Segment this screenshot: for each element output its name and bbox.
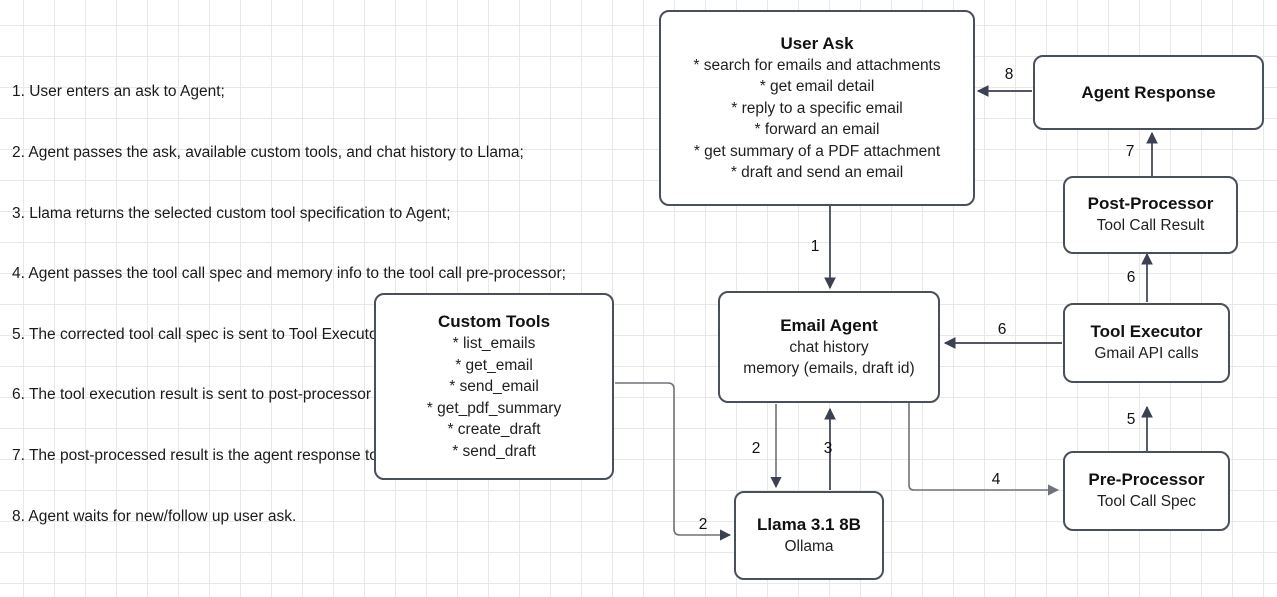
edge-label-6-agent: 6 — [997, 321, 1007, 338]
node-line: chat history — [789, 338, 869, 356]
node-email-agent[interactable]: Email Agent chat history memory (emails,… — [718, 291, 940, 403]
edge-label-7: 7 — [1125, 143, 1135, 160]
node-post-processor[interactable]: Post-Processor Tool Call Result — [1063, 176, 1238, 254]
node-tool-executor[interactable]: Tool Executor Gmail API calls — [1063, 303, 1230, 383]
edge-label-2-agent: 2 — [751, 440, 761, 457]
node-pre-processor[interactable]: Pre-Processor Tool Call Spec — [1063, 451, 1230, 531]
node-line: * send_draft — [452, 442, 536, 460]
edge-label-4: 4 — [991, 471, 1001, 488]
edge-label-3: 3 — [823, 440, 833, 457]
node-line: * reply to a specific email — [731, 99, 903, 117]
node-line: * create_draft — [447, 421, 541, 438]
node-line: * forward an email — [754, 121, 880, 138]
node-line: Tool Call Spec — [1096, 493, 1197, 511]
legend-step: 8. Agent waits for new/follow up user as… — [12, 507, 297, 525]
node-line: * get_pdf_summary — [426, 399, 562, 417]
node-line: Gmail API calls — [1094, 345, 1199, 363]
node-title: Email Agent — [780, 315, 878, 335]
legend-step: 3. Llama returns the selected custom too… — [12, 204, 451, 222]
node-llama[interactable]: Llama 3.1 8B Ollama — [734, 491, 884, 580]
node-line: Tool Call Result — [1096, 217, 1205, 235]
node-line: * get email detail — [759, 78, 875, 95]
node-title: Pre-Processor — [1088, 470, 1205, 490]
edge-label-8: 8 — [1004, 66, 1014, 83]
legend-step: 4. Agent passes the tool call spec and m… — [12, 265, 566, 283]
node-line: memory (emails, draft id) — [743, 360, 915, 377]
node-title: Llama 3.1 8B — [757, 514, 861, 534]
node-title: Post-Processor — [1087, 194, 1214, 214]
legend-step: 2. Agent passes the ask, available custo… — [12, 144, 524, 162]
edge-label-5: 5 — [1126, 411, 1136, 428]
edge-label-2-tools: 2 — [698, 516, 708, 533]
node-line: * draft and send an email — [730, 164, 904, 181]
node-title: Tool Executor — [1090, 322, 1203, 342]
edge-label-6-post: 6 — [1126, 269, 1136, 286]
node-line: * search for emails and attachments — [693, 56, 941, 74]
node-title: Agent Response — [1081, 82, 1216, 102]
edge-label-1: 1 — [810, 238, 820, 255]
node-line: * send_email — [449, 378, 539, 395]
node-title: Custom Tools — [437, 312, 551, 331]
node-line: * get_email — [455, 356, 533, 374]
node-user-ask[interactable]: User Ask * search for emails and attachm… — [659, 10, 975, 206]
node-line: * list_emails — [452, 335, 536, 352]
node-title: User Ask — [780, 33, 854, 53]
legend-step: 1. User enters an ask to Agent; — [12, 83, 225, 101]
node-line: * get summary of a PDF attachment — [693, 142, 941, 160]
node-line: Ollama — [784, 537, 834, 555]
node-agent-response[interactable]: Agent Response — [1033, 55, 1264, 130]
node-custom-tools[interactable]: Custom Tools * list_emails * get_email *… — [374, 293, 614, 480]
